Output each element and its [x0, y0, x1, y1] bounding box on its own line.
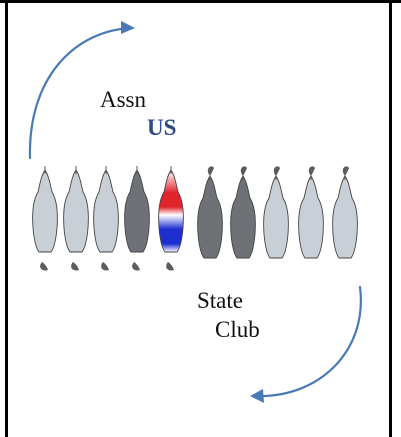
border-top	[0, 0, 401, 3]
figure-tail	[240, 166, 247, 176]
label-us: US	[147, 115, 177, 140]
figure-tail	[342, 166, 349, 176]
figure-body	[298, 175, 324, 259]
figure-8	[263, 166, 289, 259]
figure-7	[230, 166, 256, 259]
figure-tail	[273, 166, 280, 176]
figure-10	[332, 166, 358, 259]
figure-tail	[132, 262, 140, 271]
figure-body	[124, 169, 150, 253]
figure-1	[32, 166, 58, 271]
figure-body	[332, 175, 358, 259]
figure-body	[32, 169, 58, 253]
figure-body	[63, 169, 89, 253]
top-arrowhead	[121, 21, 135, 34]
figure-body	[158, 169, 184, 253]
label-club: Club	[215, 317, 260, 342]
bottom-curved-arrow	[254, 285, 362, 398]
figure-6	[197, 166, 223, 259]
figure-3	[93, 166, 119, 271]
label-state: State	[197, 288, 243, 313]
border-right	[389, 0, 392, 437]
figure-2	[63, 166, 89, 271]
figure-tail	[207, 166, 214, 176]
figure-5	[158, 166, 184, 271]
figure-4	[124, 166, 150, 271]
figure-tail	[71, 262, 79, 271]
figure-body	[93, 169, 119, 253]
top-curved-arrow	[28, 26, 132, 160]
figure-tail	[40, 262, 48, 271]
figure-row	[32, 166, 358, 271]
border-left	[5, 0, 8, 437]
figure-9	[298, 166, 324, 259]
figure-tail	[166, 262, 174, 271]
figure-body	[230, 175, 256, 259]
label-assn: Assn	[100, 87, 147, 112]
figure-body	[197, 175, 223, 259]
bottom-arrowhead	[250, 389, 264, 403]
figure-tail	[308, 166, 315, 176]
figure-tail	[101, 262, 109, 271]
figure-body	[263, 175, 289, 259]
